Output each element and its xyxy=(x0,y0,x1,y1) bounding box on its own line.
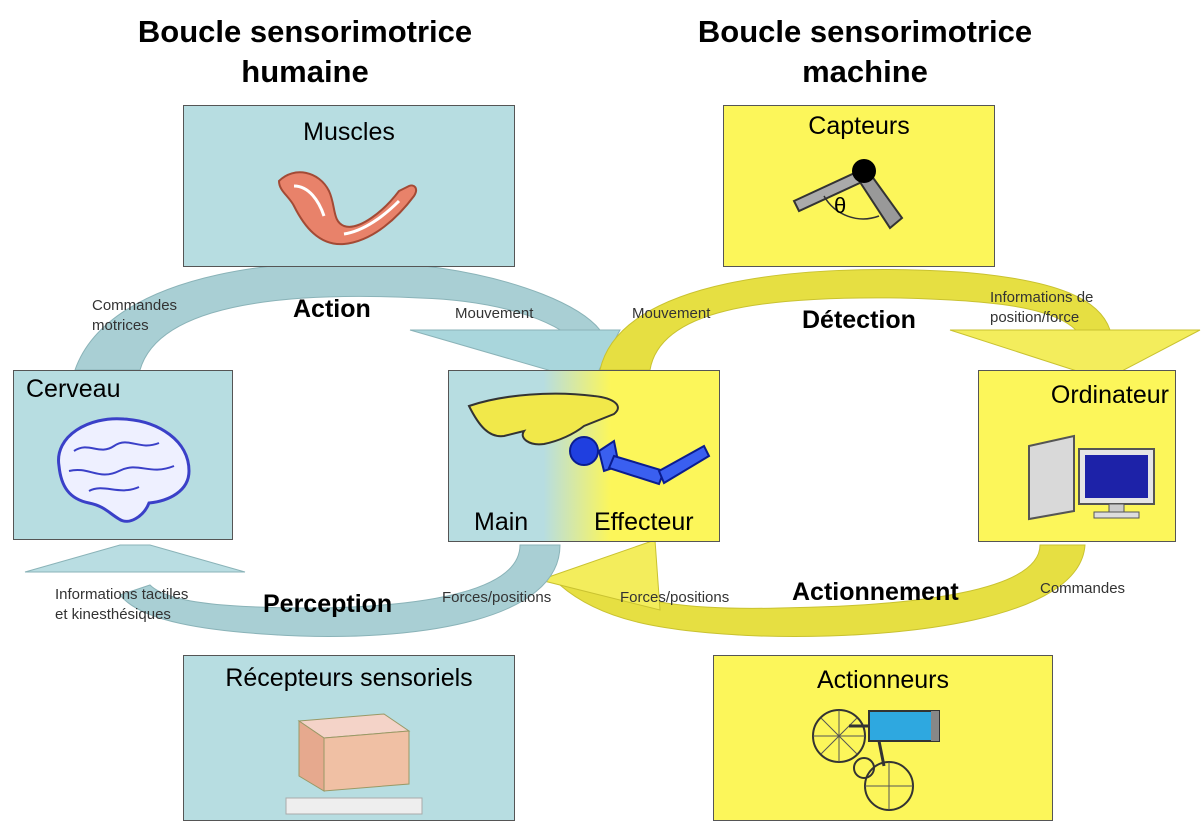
hand-effector-icon xyxy=(467,392,711,486)
title-machine-line2: machine xyxy=(802,54,928,89)
commandes-motrices-line1: Commandes xyxy=(92,297,178,314)
angle-sensor-icon xyxy=(792,159,904,230)
perception-arc xyxy=(119,544,561,637)
forces-left-label: Forces/positions xyxy=(442,589,552,606)
recepteurs-box: Récepteurs sensoriels xyxy=(183,655,515,821)
info-tactiles-line1: Informations tactiles xyxy=(55,586,189,603)
info-position-line1: Informations de xyxy=(990,289,1094,306)
recepteurs-label: Récepteurs sensoriels xyxy=(225,664,473,692)
forces-right-label: Forces/positions xyxy=(620,589,730,606)
actionneurs-label: Actionneurs xyxy=(816,666,950,694)
main-effecteur-box: Main Effecteur xyxy=(448,370,720,542)
capteurs-label: Capteurs xyxy=(808,112,910,140)
commandes-motrices-label: Commandes motrices xyxy=(92,296,177,336)
info-tactiles-label: Informations tactiles et kinesthésiques xyxy=(55,585,188,625)
cerveau-box: Cerveau xyxy=(13,370,233,540)
skin-tissue-icon xyxy=(285,713,423,815)
capteurs-box: Capteurs θ xyxy=(723,105,995,267)
title-machine-line1: Boucle sensorimotrice xyxy=(697,14,1033,49)
main-label: Main xyxy=(474,508,529,536)
commandes-label: Commandes xyxy=(1040,580,1126,597)
detection-label: Détection xyxy=(802,306,916,334)
actionneurs-box: Actionneurs xyxy=(713,655,1053,821)
effecteur-label: Effecteur xyxy=(594,508,694,536)
info-tactiles-arrowhead xyxy=(24,544,246,573)
ordinateur-label: Ordinateur xyxy=(1050,381,1169,409)
commandes-motrices-line2: motrices xyxy=(92,317,149,334)
info-tactiles-line2: et kinesthésiques xyxy=(55,606,171,623)
action-label: Action xyxy=(293,295,371,323)
info-position-label: Informations de position/force xyxy=(990,288,1093,328)
forces-arrowhead-right xyxy=(538,539,661,611)
brain-icon xyxy=(57,417,191,523)
info-position-arrowhead xyxy=(949,329,1201,373)
mouvement-right-label: Mouvement xyxy=(632,305,711,322)
muscles-label: Muscles xyxy=(303,118,395,146)
cerveau-label: Cerveau xyxy=(26,375,121,403)
ordinateur-box: Ordinateur xyxy=(978,370,1176,542)
mouvement-arrowhead-left xyxy=(409,329,621,373)
theta-label: θ xyxy=(834,193,847,218)
actuator-gears-icon xyxy=(812,709,940,811)
title-human: Boucle sensorimotrice humaine xyxy=(90,12,520,92)
computer-icon xyxy=(1028,434,1155,521)
muscles-box: Muscles xyxy=(183,105,515,267)
title-machine: Boucle sensorimotrice machine xyxy=(650,12,1080,92)
arm-muscle-icon xyxy=(277,171,418,246)
actionnement-label: Actionnement xyxy=(792,578,959,606)
mouvement-left-label: Mouvement xyxy=(455,305,534,322)
perception-label: Perception xyxy=(263,590,393,618)
title-human-line2: humaine xyxy=(241,54,369,89)
info-position-line2: position/force xyxy=(990,309,1080,326)
title-human-line1: Boucle sensorimotrice xyxy=(137,14,473,49)
